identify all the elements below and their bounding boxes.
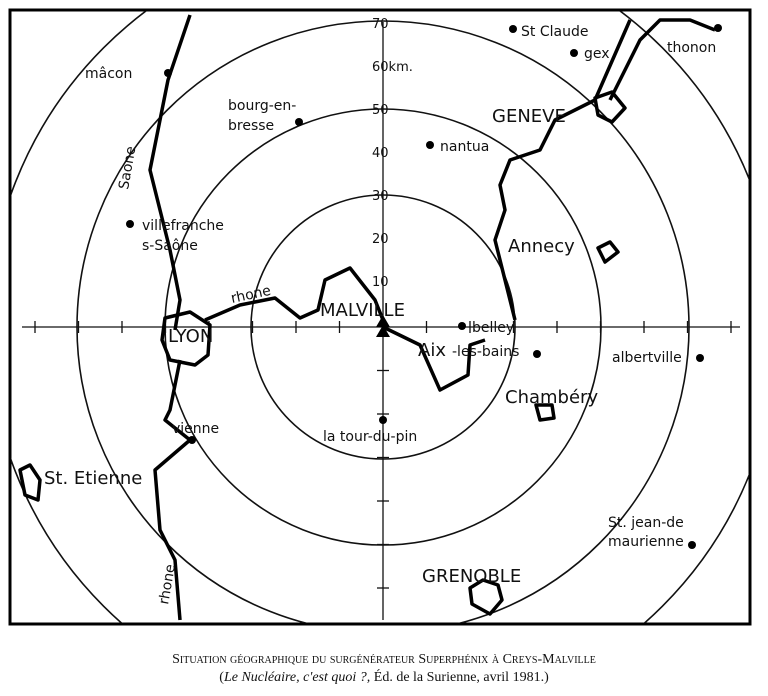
city-albertville: albertville (612, 350, 682, 366)
city-les-bains: -les-bains (452, 344, 519, 360)
rivers-and-borders (18, 14, 716, 621)
city-s-saone: s-Saône (142, 238, 198, 254)
city-maurienne: maurienne (608, 534, 684, 550)
scale-labels: 10 20 30 40 50 60km. 70 (372, 17, 413, 290)
city-geneve: GENEVE (492, 106, 566, 127)
city-st-etienne: St. Etienne (44, 468, 142, 489)
city-lyon: LYON (168, 326, 213, 347)
scale-30: 30 (372, 189, 389, 204)
city-chambery: Chambéry (505, 387, 598, 408)
city-la-tour-du-pin: la tour-du-pin (323, 429, 417, 445)
city-gex: gex (584, 46, 610, 62)
city-belley: belley (472, 320, 514, 336)
caption-open-paren: ( (219, 670, 224, 685)
scale-20: 20 (372, 232, 389, 247)
city-bresse: bresse (228, 118, 274, 134)
city-st-jean-de: St. jean-de (608, 515, 684, 531)
malville-label: MALVILLE (320, 300, 405, 321)
scale-10: 10 (372, 275, 389, 290)
scale-70: 70 (372, 17, 389, 32)
scale-50: 50 (372, 103, 389, 118)
city-grenoble: GRENOBLE (422, 566, 521, 587)
caption-source: (Le Nucléaire, c'est quoi ?, Éd. de la S… (0, 670, 768, 686)
river-rhone-south: rhone (156, 563, 179, 606)
caption-book-title: Le Nucléaire, c'est quoi ?, (223, 670, 371, 685)
city-aix: Aix (418, 340, 446, 361)
city-nantua: nantua (440, 139, 489, 155)
city-dots (126, 24, 722, 549)
city-vienne: vienne (172, 421, 219, 437)
city-annecy: Annecy (508, 236, 575, 257)
city-villefranche: villefranche (142, 218, 224, 234)
city-thonon: thonon (667, 40, 716, 56)
city-bourg-en-bresse: bourg-en- (228, 98, 296, 114)
caption-line1: Situation géographique du surgénérateur … (172, 652, 596, 667)
city-labels: mâcon bourg-en- bresse nantua St Claude … (44, 24, 716, 606)
city-macon: mâcon (85, 66, 132, 82)
river-saone: Saone (116, 145, 139, 191)
caption-publisher: Éd. de la Surienne, avril 1981.) (370, 670, 549, 685)
scale-40: 40 (372, 146, 389, 161)
caption-title: Situation géographique du surgénérateur … (0, 652, 768, 668)
map-frame (8, 8, 752, 626)
city-st-claude: St Claude (521, 24, 588, 40)
scale-60: 60km. (372, 60, 413, 75)
